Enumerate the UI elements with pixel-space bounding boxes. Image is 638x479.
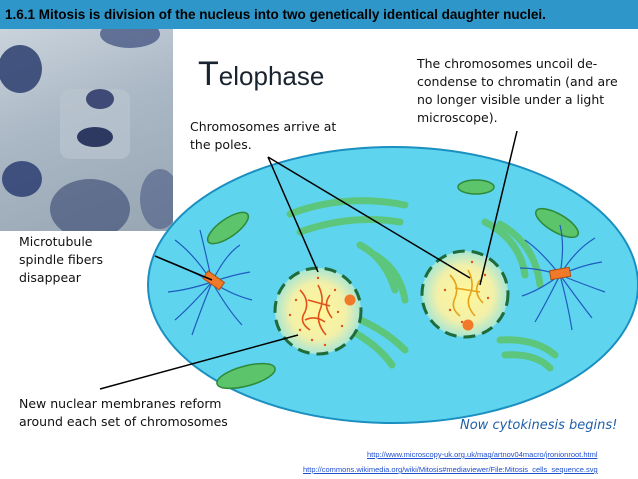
- mitochondria: [206, 179, 580, 390]
- left-nucleolus: [344, 294, 356, 306]
- right-chromatin: [449, 269, 484, 317]
- pointer-lines: [99, 130, 518, 390]
- label-chromosomes-arrive: Chromosomes arrive at the poles.: [190, 119, 337, 152]
- right-nucleus: [420, 249, 510, 339]
- source-link-2[interactable]: http://commons.wikimedia.org/wiki/Mitosi…: [303, 465, 598, 474]
- left-centrosome: [202, 270, 226, 291]
- right-nucleolus: [462, 319, 474, 331]
- header-text: 1.6.1 Mitosis is division of the nucleus…: [5, 7, 546, 22]
- left-chromatin: [299, 284, 333, 336]
- label-cytokinesis: Now cytokinesis begins!: [460, 418, 618, 433]
- header-banner: 1.6.1 Mitosis is division of the nucleus…: [0, 0, 638, 29]
- label-microtubule: Microtubule spindle fibers disappear: [19, 234, 104, 285]
- title-first-letter: T: [198, 55, 219, 93]
- slide-title: Telophase: [198, 55, 324, 94]
- label-membranes: New nuclear membranes reform around each…: [19, 396, 228, 429]
- label-chromosomes-uncoil: The chromosomes uncoil de-condense to ch…: [417, 56, 618, 125]
- left-chromatin-dots: [288, 276, 344, 347]
- source-link-1[interactable]: http://www.microscopy-uk.org.uk/mag/artn…: [367, 450, 598, 459]
- micrograph-photo: [0, 29, 173, 231]
- left-nucleus: [273, 266, 363, 356]
- right-chromatin-dots: [443, 260, 490, 324]
- micrograph-image: [0, 29, 173, 231]
- right-centrosome: [548, 266, 572, 281]
- title-rest: elophase: [218, 61, 325, 91]
